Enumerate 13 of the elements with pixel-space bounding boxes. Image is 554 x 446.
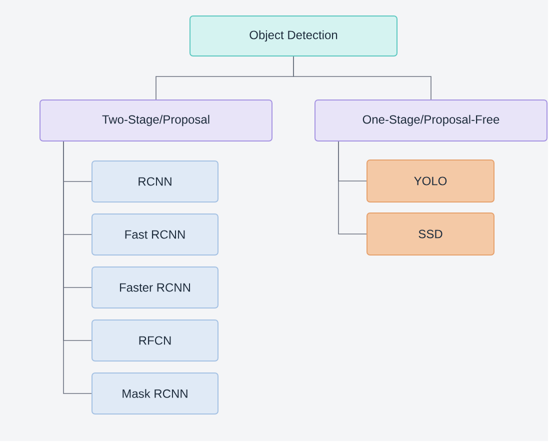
method-box: RFCN xyxy=(92,320,218,362)
method-box: Mask RCNN xyxy=(92,372,218,414)
method-box: Faster RCNN xyxy=(92,266,218,308)
root-box: Object Detection xyxy=(190,16,398,56)
method-box: SSD xyxy=(366,212,494,256)
category-box: One-Stage/Proposal-Free xyxy=(314,100,548,142)
method-box: Fast RCNN xyxy=(92,214,218,256)
method-box: YOLO xyxy=(366,160,494,202)
method-box: RCNN xyxy=(92,160,218,202)
category-box: Two-Stage/Proposal xyxy=(40,100,272,142)
connector-line xyxy=(63,141,92,394)
connector-line xyxy=(293,56,432,100)
connector-line xyxy=(338,141,367,234)
